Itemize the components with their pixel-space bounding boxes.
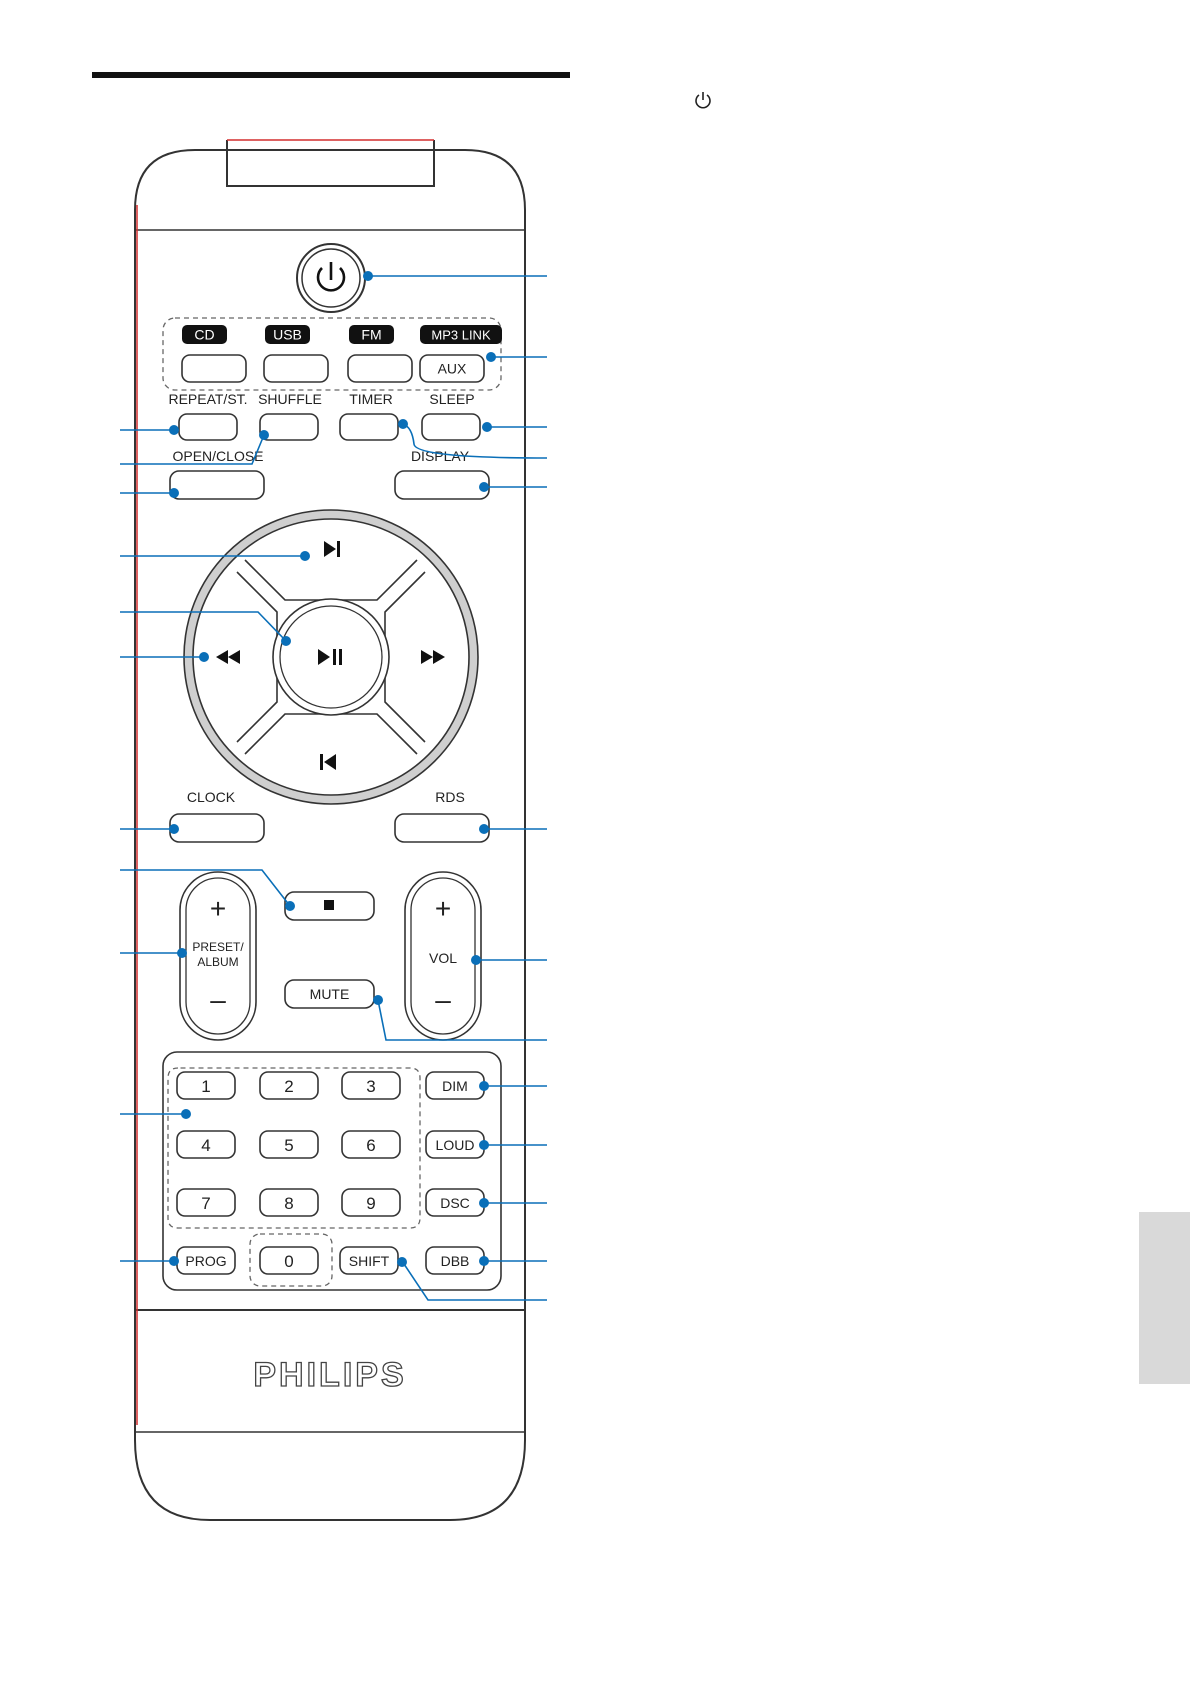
preset-label-line1: PRESET/ [192,940,244,954]
callout-stop [120,869,291,907]
key-label: 5 [284,1136,293,1155]
power-button[interactable] [296,243,366,313]
key-label: 8 [284,1194,293,1213]
key-label: 6 [366,1136,375,1155]
dim-button[interactable]: DIM [425,1071,485,1100]
clock-button[interactable] [169,813,265,843]
mute-label: MUTE [310,986,350,1002]
navigation-pad [183,509,479,805]
dbb-button[interactable]: DBB [425,1246,485,1275]
key-label: 0 [284,1252,293,1271]
dbb-label: DBB [441,1253,470,1269]
preset-minus-label: – [210,984,226,1015]
key-2[interactable]: 2 [259,1071,319,1100]
open-close-button[interactable] [169,470,265,500]
open-close-label: OPEN/CLOSE [172,448,263,464]
callout-timer [402,423,548,459]
clock-label: CLOCK [187,789,236,805]
usb-button[interactable] [263,354,329,383]
fm-button[interactable] [347,354,413,383]
vol-plus-label: + [435,893,451,924]
key-label: 3 [366,1077,375,1096]
loud-button[interactable]: LOUD [425,1130,485,1159]
rds-button[interactable] [394,813,490,843]
key-6[interactable]: 6 [341,1130,401,1159]
preset-plus-label: + [210,893,226,924]
brand-logo: PHILIPS [253,1356,406,1394]
rds-label: RDS [435,789,465,805]
key-3[interactable]: 3 [341,1071,401,1100]
cd-button[interactable] [181,354,247,383]
callout-play-pause [120,611,287,642]
key-9[interactable]: 9 [341,1188,401,1217]
vol-minus-label: – [435,984,451,1015]
language-side-tab [1139,1212,1190,1384]
loud-label: LOUD [436,1137,475,1153]
source-tab-mp3-link: MP3 LINK [431,328,491,343]
callout-mute [377,999,547,1041]
dsc-label: DSC [440,1195,470,1211]
repeat-button[interactable] [178,413,238,441]
key-label: 4 [201,1136,210,1155]
timer-label: TIMER [349,391,393,407]
preset-album-rocker[interactable]: + PRESET/ ALBUM – [179,871,257,1041]
shuffle-button[interactable] [259,413,319,441]
repeat-label: REPEAT/ST. [168,391,247,407]
source-tab-fm: FM [361,327,381,343]
key-4[interactable]: 4 [176,1130,236,1159]
vol-label: VOL [429,950,457,966]
sleep-button[interactable] [421,413,481,441]
source-tab-usb: USB [273,327,302,343]
shift-button[interactable]: SHIFT [339,1246,399,1275]
mp3-link-aux-button[interactable]: AUX [419,354,485,383]
fast-forward-icon [421,650,445,664]
dsc-button[interactable]: DSC [425,1188,485,1217]
play-pause-button[interactable] [279,605,383,709]
key-0[interactable]: 0 [259,1246,319,1275]
prog-button[interactable]: PROG [176,1246,236,1275]
stop-button[interactable] [284,891,375,921]
display-label: DISPLAY [411,448,470,464]
rewind-icon [216,650,240,664]
source-tab-cd: CD [194,327,214,343]
key-8[interactable]: 8 [259,1188,319,1217]
key-label: 9 [366,1194,375,1213]
timer-button[interactable] [339,413,399,441]
power-icon [695,92,711,109]
play-pause-icon [318,649,342,665]
callout-shift [403,1263,547,1301]
power-icon [316,267,346,292]
key-5[interactable]: 5 [259,1130,319,1159]
key-7[interactable]: 7 [176,1188,236,1217]
display-button[interactable] [394,470,490,500]
preset-label-line2: ALBUM [197,955,238,969]
header-rule [92,72,570,78]
shuffle-label: SHUFFLE [258,391,322,407]
numeric-keypad: 1 2 3 4 5 6 7 8 9 0 [176,1071,401,1275]
stop-icon [324,900,334,910]
dim-label: DIM [442,1078,468,1094]
shift-label: SHIFT [349,1253,390,1269]
sound-keys: DIM LOUD DSC DBB [425,1071,485,1275]
aux-label: AUX [438,361,467,377]
volume-rocker[interactable]: + VOL – [404,871,482,1041]
mute-button[interactable]: MUTE [284,979,375,1009]
key-label: 7 [201,1194,210,1213]
sleep-label: SLEEP [429,391,474,407]
key-label: 1 [201,1077,210,1096]
prog-label: PROG [185,1253,226,1269]
callout-lines [120,275,548,1301]
key-1[interactable]: 1 [176,1071,236,1100]
previous-icon [320,754,336,770]
key-label: 2 [284,1077,293,1096]
next-icon [324,541,340,557]
callout-shuffle [120,434,265,465]
callout-dots [169,271,496,1267]
